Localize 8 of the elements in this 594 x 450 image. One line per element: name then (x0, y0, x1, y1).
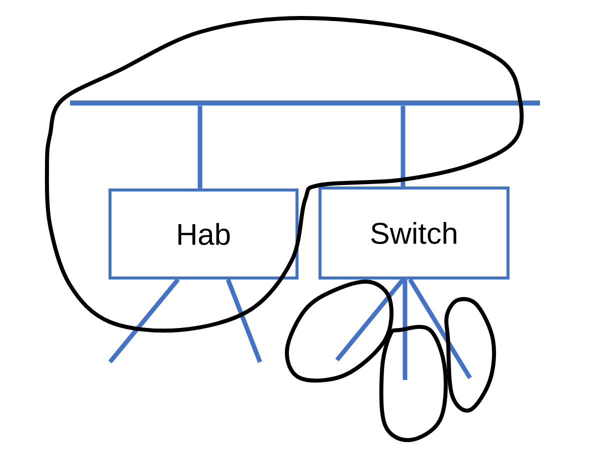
connector-line (408, 278, 472, 380)
connector-line (198, 106, 202, 188)
device-box: Switch (318, 186, 510, 280)
connector-line (402, 280, 408, 380)
connector-line (226, 278, 262, 363)
connector-line (335, 278, 405, 362)
device-box: Hab (108, 188, 298, 280)
connector-line (108, 278, 180, 364)
